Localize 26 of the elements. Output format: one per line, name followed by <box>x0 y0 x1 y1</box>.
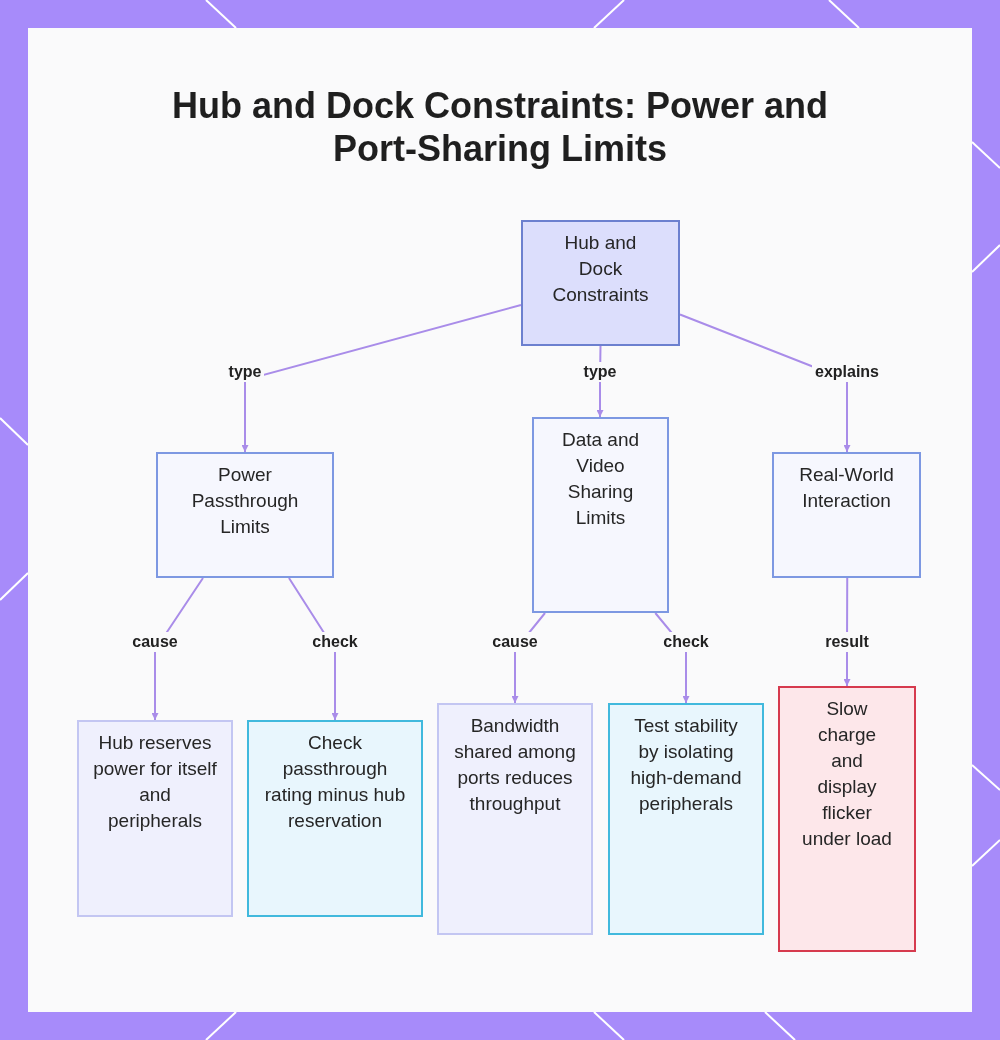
concept-box <box>521 220 680 346</box>
concept-box <box>437 703 593 935</box>
concept-box <box>77 720 233 917</box>
connector-arrow <box>151 577 204 721</box>
concept-box <box>247 720 423 917</box>
node-text: Slow charge and display flicker under load <box>802 697 892 851</box>
node-text: Hub reserves power for itself and peripherals <box>93 731 217 833</box>
edge-label: cause <box>129 632 181 652</box>
node-text: Check passthrough rating minus hub reservation <box>263 731 407 833</box>
node-text: Hub and Dock Constraints <box>551 231 650 307</box>
edge-label: check <box>309 632 361 652</box>
concept-box <box>156 452 334 578</box>
concept-box <box>532 417 669 613</box>
node-text: Data and Video Sharing Limits <box>560 428 641 530</box>
node-text: Test stability by isolating high-demand peripherals <box>629 714 743 816</box>
concept-box <box>772 452 921 578</box>
node-text: Bandwidth shared among ports reduces throughput <box>453 714 577 816</box>
node-text: Real-World Interaction <box>798 463 895 513</box>
edge-label: check <box>660 632 712 652</box>
edge-label: explains <box>812 362 882 382</box>
edge-label: cause <box>489 632 541 652</box>
connector-arrow <box>241 304 522 453</box>
node-text: Power Passthrough Limits <box>190 463 300 539</box>
concept-box <box>778 686 916 952</box>
concept-box <box>608 703 764 935</box>
diagram-title: Hub and Dock Constraints: Power and Port-Sharing Limits <box>170 84 830 170</box>
